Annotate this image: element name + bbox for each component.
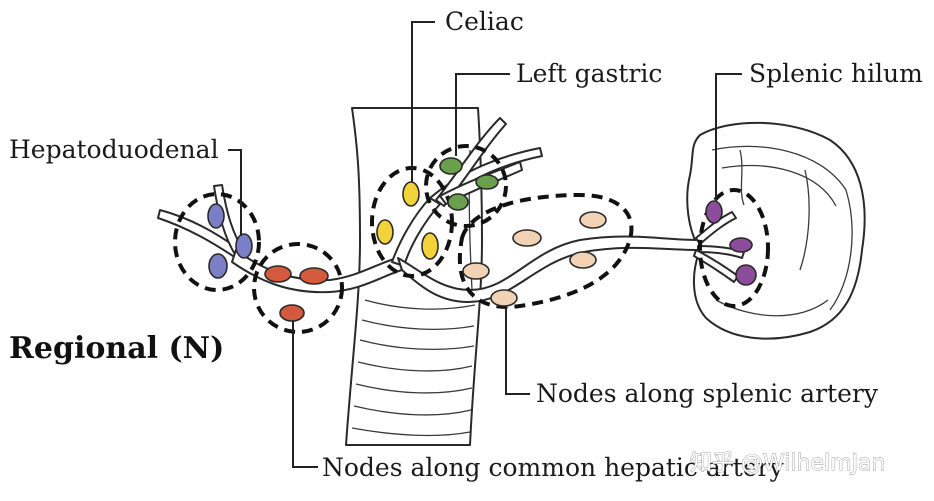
node-left-gastric [475,174,499,190]
node-splenic-hilum [705,200,723,224]
node-common-hepatic [264,265,292,283]
leader-hepatoduodenal [228,149,242,236]
label-celiac: Celiac [445,7,524,36]
node-hepatoduodenal [208,253,228,279]
common-hepatic-group [252,242,344,334]
node-splenic-hilum [735,264,757,286]
spleen [686,121,866,340]
label-splenic-hilum: Splenic hilum [749,59,923,88]
node-splenic-artery [579,211,607,229]
watermark: 知乎 @WilhelmJan [690,451,885,476]
hepatoduodenal-group [173,192,261,292]
leader-left-gastric [455,73,510,156]
node-left-gastric [439,157,463,175]
node-splenic-hilum [729,237,753,253]
leader-splenic-artery [505,306,530,395]
node-group-outlines [173,144,770,334]
left-gastric-group [424,144,508,228]
node-hepatoduodenal [235,233,253,259]
leader-lines [228,21,742,468]
splenic-artery-group [457,192,634,309]
leader-celiac [411,21,435,182]
node-celiac [421,232,439,260]
node-splenic-artery [490,289,518,307]
leader-splenic-hilum [715,73,742,200]
section-title: Regional (N) [9,331,224,366]
node-celiac [402,181,420,207]
node-splenic-artery [569,251,597,269]
label-hepatoduodenal: Hepatoduodenal [9,135,219,164]
node-left-gastric [447,193,469,211]
node-hepatoduodenal [207,203,225,229]
node-splenic-artery [462,262,490,280]
leader-common-hepatic [292,321,318,468]
label-splenic-artery: Nodes along splenic artery [536,379,879,408]
label-common-hepatic: Nodes along common hepatic artery [322,453,785,482]
node-common-hepatic [299,267,329,285]
node-celiac [376,219,394,245]
label-left-gastric: Left gastric [516,59,662,88]
node-splenic-artery [512,229,542,247]
splenic-hilum-group [698,188,770,308]
node-common-hepatic [279,304,305,322]
lymph-nodes [207,157,757,322]
